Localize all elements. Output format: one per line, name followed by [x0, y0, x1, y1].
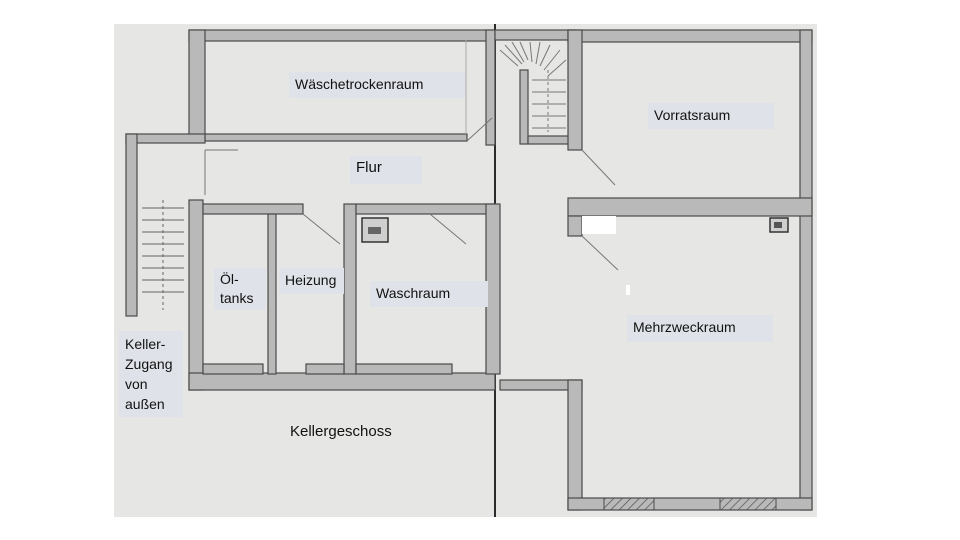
wall-opening-hatch-right — [719, 497, 777, 511]
room-label-flur: Flur — [350, 156, 422, 184]
outdoor-stairs — [142, 200, 184, 310]
room-label-mehrzweckraum: Mehrzweckraum — [627, 315, 773, 342]
room-label-kellerzugang: Keller- Zugang von außen — [119, 331, 183, 417]
room-label-heizung: Heizung — [279, 268, 344, 294]
chimney-symbols — [361, 217, 789, 243]
room-label-waeschetrockenraum: Wäschetrockenraum — [289, 72, 465, 98]
wall-opening-hatch-left — [603, 497, 655, 511]
room-label-vorratsraum: Vorratsraum — [648, 103, 774, 129]
door-swings — [204, 40, 619, 271]
room-label-oeltanks: Öl- tanks — [214, 268, 266, 310]
erasure-mark — [582, 216, 616, 234]
erasure-mark-small — [626, 285, 630, 295]
plan-title: Kellergeschoss — [290, 423, 392, 440]
room-label-waschraum: Waschraum — [370, 281, 488, 307]
walls — [125, 29, 813, 511]
internal-staircase — [499, 41, 567, 132]
